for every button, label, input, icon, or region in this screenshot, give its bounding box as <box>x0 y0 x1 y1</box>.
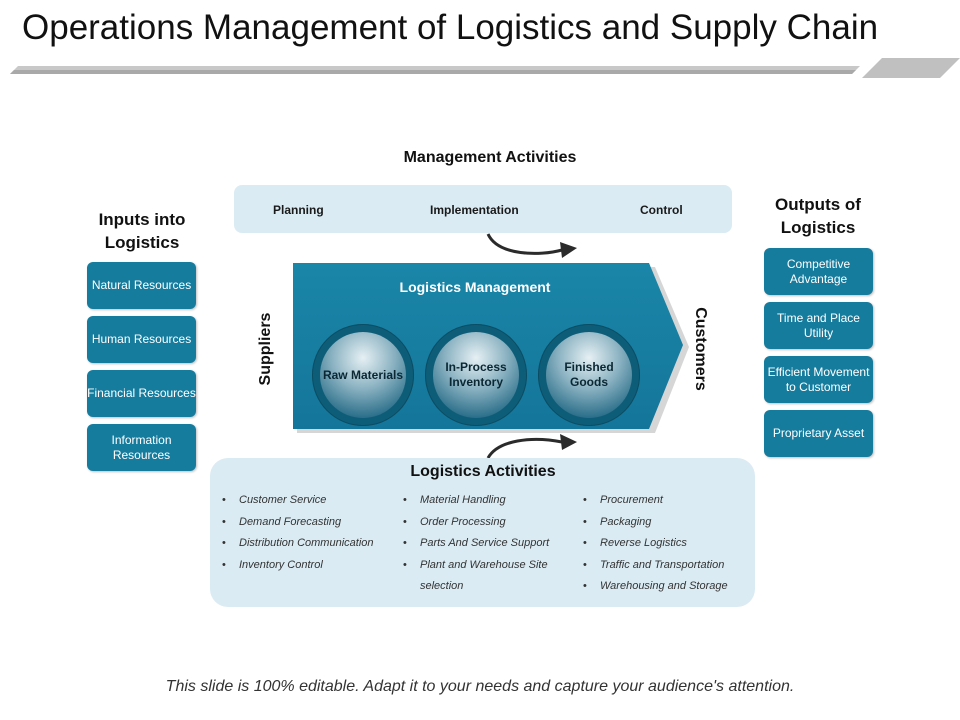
activities-column-1: Customer Service Demand Forecasting Dist… <box>219 490 397 576</box>
inputs-heading: Inputs into Logistics <box>98 210 186 252</box>
list-item: Demand Forecasting <box>219 512 397 534</box>
planning-label: Planning <box>273 203 324 217</box>
list-item: Inventory Control <box>219 555 397 577</box>
outputs-heading: Outputs of Logistics <box>775 195 861 237</box>
list-item: Customer Service <box>219 490 397 512</box>
output-competitive-advantage: Competitive Advantage <box>764 248 873 295</box>
list-item: Reverse Logistics <box>580 533 752 555</box>
input-information-resources: Information Resources <box>87 424 196 471</box>
page-title: Operations Management of Logistics and S… <box>22 8 879 47</box>
logistics-management-title: Logistics Management <box>399 279 551 295</box>
output-efficient-movement: Efficient Movement to Customer <box>764 356 873 403</box>
list-item: Packaging <box>580 512 752 534</box>
activities-heading: Logistics Activities <box>410 463 556 480</box>
list-item: Warehousing and Storage <box>580 576 752 598</box>
management-box <box>234 185 732 233</box>
control-label: Control <box>640 203 683 217</box>
footer-note: This slide is 100% editable. Adapt it to… <box>165 678 795 695</box>
activities-column-2: Material Handling Order Processing Parts… <box>400 490 574 598</box>
suppliers-label: Suppliers <box>257 312 274 386</box>
list-item: Material Handling <box>400 490 574 512</box>
output-proprietary-asset: Proprietary Asset <box>764 410 873 457</box>
raw-materials-label: Raw Materials <box>320 332 406 418</box>
input-financial-resources: Financial Resources <box>87 370 196 417</box>
raw-materials-circle: Raw Materials <box>312 324 414 426</box>
output-time-place-utility: Time and Place Utility <box>764 302 873 349</box>
finished-goods-label: Finished Goods <box>546 332 632 418</box>
list-item: Distribution Communication <box>219 533 397 555</box>
list-item: Procurement <box>580 490 752 512</box>
customers-label: Customers <box>692 307 709 391</box>
list-item: Plant and Warehouse Site selection <box>400 555 574 598</box>
list-item: Order Processing <box>400 512 574 534</box>
title-underline <box>10 58 960 78</box>
list-item: Traffic and Transportation <box>580 555 752 577</box>
curved-arrow-icon <box>486 233 577 258</box>
implementation-label: Implementation <box>430 203 519 217</box>
in-process-inventory-circle: In-Process Inventory <box>425 324 527 426</box>
in-process-inventory-label: In-Process Inventory <box>433 332 519 418</box>
activities-column-3: Procurement Packaging Reverse Logistics … <box>580 490 752 598</box>
finished-goods-circle: Finished Goods <box>538 324 640 426</box>
management-heading: Management Activities <box>403 149 577 166</box>
curved-arrow-icon <box>486 434 577 459</box>
input-human-resources: Human Resources <box>87 316 196 363</box>
list-item: Parts And Service Support <box>400 533 574 555</box>
input-natural-resources: Natural Resources <box>87 262 196 309</box>
